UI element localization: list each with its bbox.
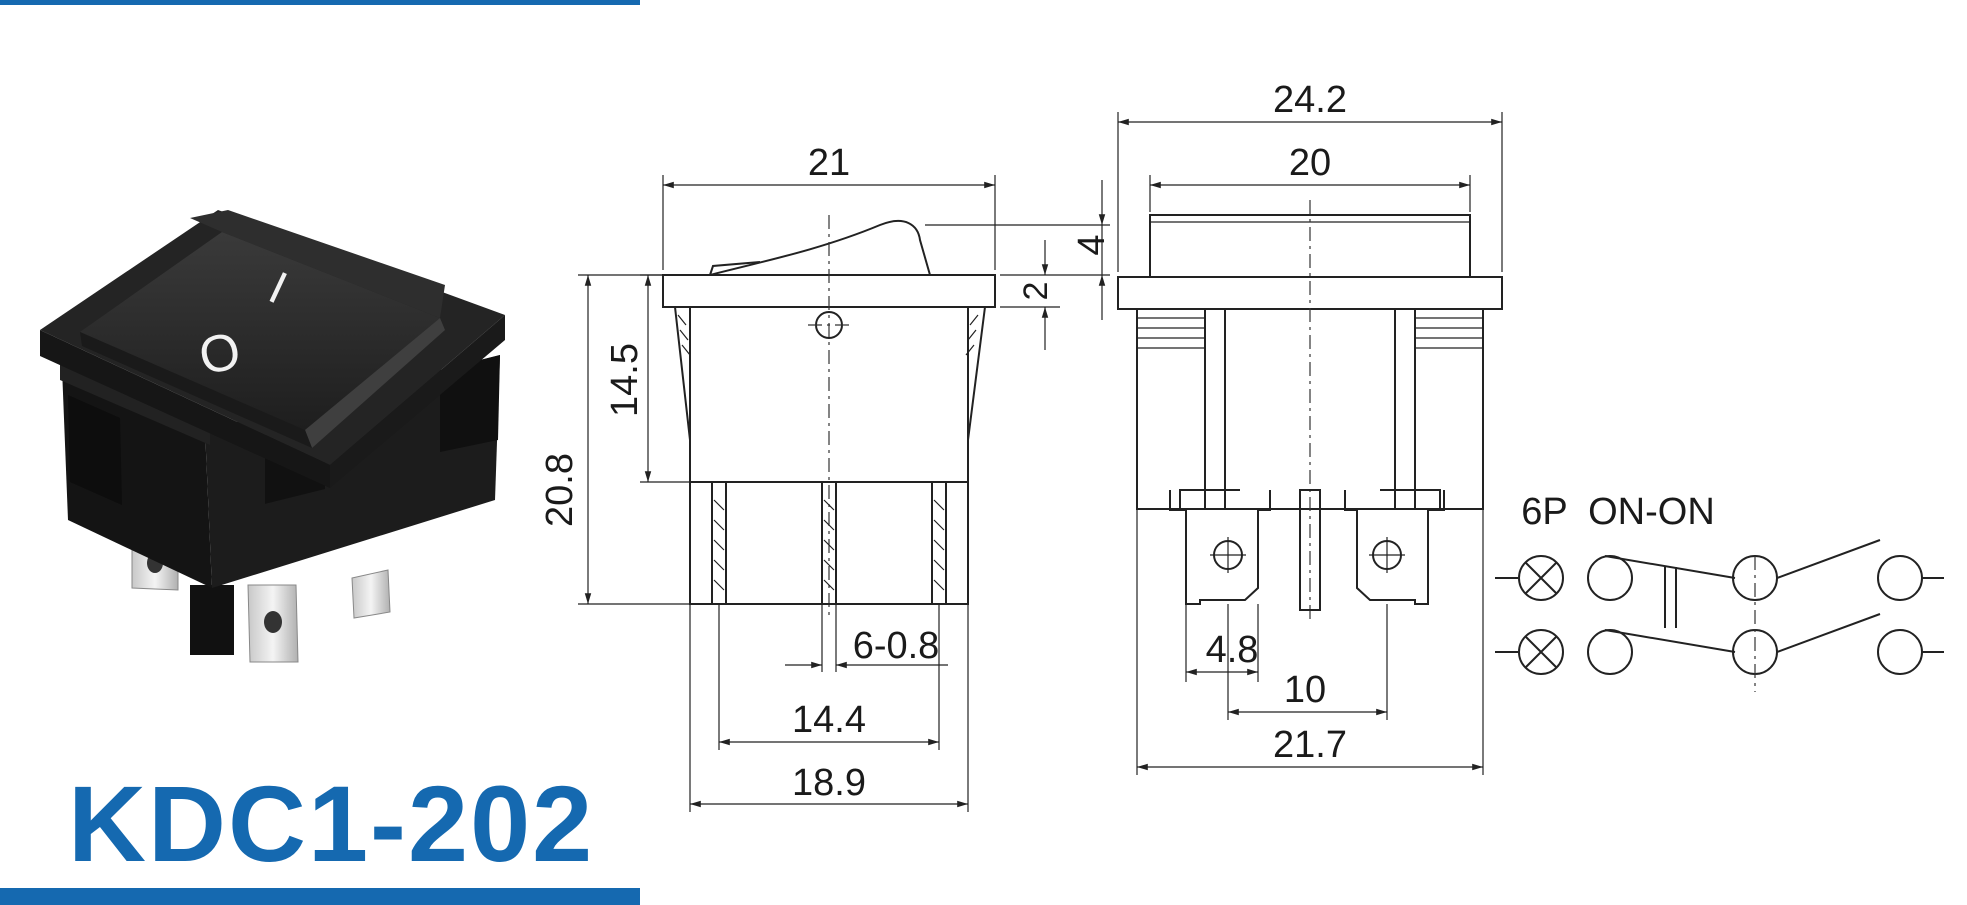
dim-label-21-7: 21.7: [1273, 724, 1347, 766]
dim-label-24-2: 24.2: [1273, 79, 1347, 121]
dim-label-20: 20: [1289, 142, 1331, 184]
dim-label-6-0-8: 6-0.8: [853, 625, 940, 667]
dim-front-pitch: 14.4: [718, 604, 940, 750]
dim-side-inner: 20: [1149, 142, 1471, 212]
dim-label-20-8: 20.8: [539, 453, 581, 527]
dim-label-14-4: 14.4: [792, 699, 866, 741]
front-terminals: [689, 481, 969, 605]
bottom-accent-bar: [0, 888, 640, 905]
dim-label-4-8: 4.8: [1206, 629, 1259, 671]
dim-front-rocker: 4 2: [925, 180, 1113, 350]
dim-label-10: 10: [1284, 669, 1326, 711]
dim-label-18-9: 18.9: [792, 762, 866, 804]
lamp-symbol-top: [1518, 555, 1564, 601]
dim-label-21: 21: [808, 142, 850, 184]
side-view-drawing: 24.2 20 4.8 10 21.7: [1117, 79, 1503, 775]
dim-side-base: 21.7: [1136, 509, 1484, 775]
dim-label-14-5: 14.5: [604, 343, 646, 417]
circuit-label: 6P ON-ON: [1521, 491, 1715, 533]
circuit-schematic: 6P ON-ON: [1495, 491, 1944, 692]
side-terminals: [1169, 489, 1445, 611]
dim-front-base: 18.9: [689, 604, 969, 812]
photo-terminals: [131, 529, 391, 663]
dim-front-total-height: 20.8: [539, 274, 690, 605]
dim-side-terminal-width: 4.8: [1185, 604, 1259, 682]
switch-photo: I O: [40, 210, 505, 663]
dim-side-overall: 24.2: [1117, 79, 1503, 272]
dim-front-terminal: 6-0.8: [785, 604, 948, 672]
top-accent-bar: [0, 0, 640, 5]
front-view-drawing: 21 4 2 14.5 20.8 6-: [539, 142, 1113, 812]
lamp-symbol-bottom: [1518, 629, 1564, 675]
dim-label-2: 2: [1017, 282, 1055, 301]
model-title: KDC1-202: [68, 763, 595, 884]
dim-label-4: 4: [1071, 234, 1113, 255]
dim-front-width: 21: [662, 142, 996, 270]
dim-side-terminal-pitch: 10: [1227, 604, 1388, 720]
